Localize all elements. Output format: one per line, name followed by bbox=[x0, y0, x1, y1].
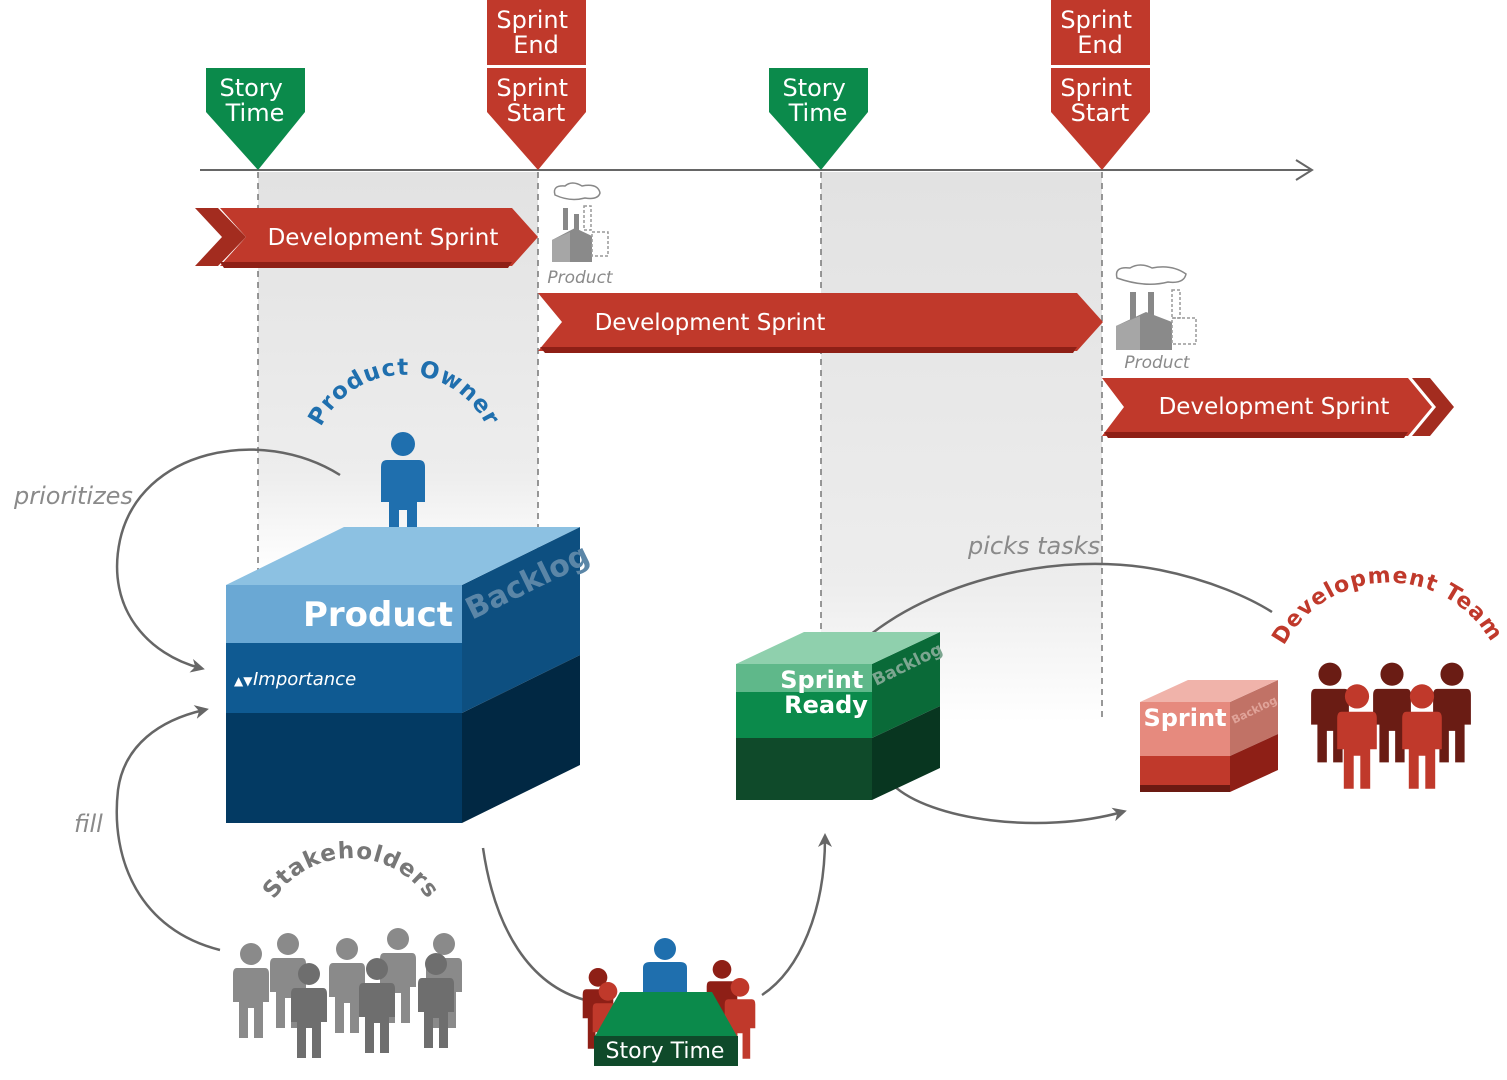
timeline-axis bbox=[200, 159, 1314, 181]
timeline-arrow-icon bbox=[1295, 159, 1314, 181]
svg-text:Sprint End: Sprint End bbox=[496, 6, 575, 59]
picks-tasks-label: picks tasks bbox=[967, 532, 1100, 560]
development-sprint-banner-3: Development Sprint bbox=[1102, 378, 1454, 438]
svg-text:Development Team: Development Team bbox=[1268, 563, 1507, 649]
sprint-backlog-cube: Sprint Backlog bbox=[1140, 680, 1279, 792]
importance-sort-icon: ▲▼ bbox=[234, 674, 253, 688]
svg-text:Sprint End: Sprint End bbox=[1060, 6, 1139, 59]
development-sprint-banner-1: Development Sprint bbox=[195, 208, 538, 268]
marker-sprint-end-1: Sprint End bbox=[487, 0, 586, 65]
marker-sprint-end-2: Sprint End bbox=[1051, 0, 1150, 65]
svg-text:Sprint Ready: Sprint Ready bbox=[780, 666, 871, 719]
svg-text:Story Time: Story Time bbox=[782, 74, 853, 127]
flow-arrows bbox=[115, 448, 1273, 1002]
marker-label: End bbox=[513, 31, 559, 59]
prioritizes-label: prioritizes bbox=[13, 482, 133, 510]
sprint-banner-label: Development Sprint bbox=[595, 310, 826, 336]
product-factory-1: Product bbox=[547, 182, 614, 288]
sprint-ready-title: Ready bbox=[784, 691, 868, 719]
meeting-people-icon bbox=[582, 938, 756, 1063]
marker-sprint-start-1: Sprint Start bbox=[487, 68, 586, 170]
marker-label: Story bbox=[219, 74, 282, 102]
factory-icon bbox=[1115, 264, 1197, 350]
product-backlog-title: Product bbox=[303, 595, 453, 635]
development-sprint-banner-2: Development Sprint bbox=[538, 293, 1103, 353]
to-sprint-backlog-arrow bbox=[892, 784, 1127, 825]
marker-label: Sprint bbox=[1060, 6, 1132, 34]
sprint-backlog-title: Sprint bbox=[1143, 704, 1226, 732]
to-story-time-arrow bbox=[481, 847, 586, 1002]
meeting-table bbox=[594, 992, 738, 1038]
product-label: Product bbox=[1124, 353, 1191, 373]
sprint-ready-title: Sprint bbox=[780, 666, 863, 694]
stakeholders: Stakeholders bbox=[233, 838, 462, 1058]
product-backlog-cube: Product Backlog ▲▼ Importance bbox=[226, 527, 595, 823]
marker-story-time-2: Story Time bbox=[769, 68, 868, 170]
picks-tasks-arrow bbox=[857, 562, 1273, 646]
marker-label: Sprint bbox=[1060, 74, 1132, 102]
sprint-banner-label: Development Sprint bbox=[268, 225, 499, 251]
svg-text:Sprint Start: Sprint Start bbox=[496, 74, 575, 127]
marker-label: Story bbox=[782, 74, 845, 102]
sprint-banner-label: Development Sprint bbox=[1159, 394, 1390, 420]
marker-label: Time bbox=[788, 99, 848, 127]
prioritizes-arrow bbox=[115, 448, 341, 673]
stakeholders-people-icon bbox=[233, 928, 462, 1058]
stakeholders-label: Stakeholders bbox=[258, 838, 443, 904]
marker-label: Sprint bbox=[496, 6, 568, 34]
marker-label: Start bbox=[1071, 99, 1130, 127]
marker-label: Start bbox=[507, 99, 566, 127]
marker-label: Time bbox=[225, 99, 285, 127]
marker-story-time-1: Story Time bbox=[206, 68, 305, 170]
marker-sprint-start-2: Sprint Start bbox=[1051, 68, 1150, 170]
factory-icon bbox=[552, 182, 609, 262]
svg-text:Sprint Start: Sprint Start bbox=[1060, 74, 1139, 127]
product-factory-2: Product bbox=[1115, 264, 1197, 373]
development-team-label: Development Team bbox=[1268, 563, 1507, 649]
marker-label: Sprint bbox=[496, 74, 568, 102]
svg-text:Stakeholders: Stakeholders bbox=[258, 838, 444, 904]
story-time-meeting: Story Time bbox=[582, 938, 756, 1066]
development-team-people-icon bbox=[1311, 662, 1471, 789]
product-label: Product bbox=[547, 268, 614, 288]
fill-label: fill bbox=[74, 810, 103, 838]
sprint-ready-cube: Sprint Ready Backlog bbox=[736, 632, 946, 800]
importance-label: Importance bbox=[253, 669, 356, 690]
from-story-time-arrow bbox=[761, 833, 832, 997]
story-time-band-2 bbox=[821, 172, 1102, 722]
marker-label: End bbox=[1077, 31, 1123, 59]
story-time-meeting-label: Story Time bbox=[606, 1039, 725, 1064]
svg-text:Story Time: Story Time bbox=[219, 74, 290, 127]
development-team: Development Team bbox=[1268, 563, 1507, 789]
fill-arrow bbox=[115, 705, 221, 952]
